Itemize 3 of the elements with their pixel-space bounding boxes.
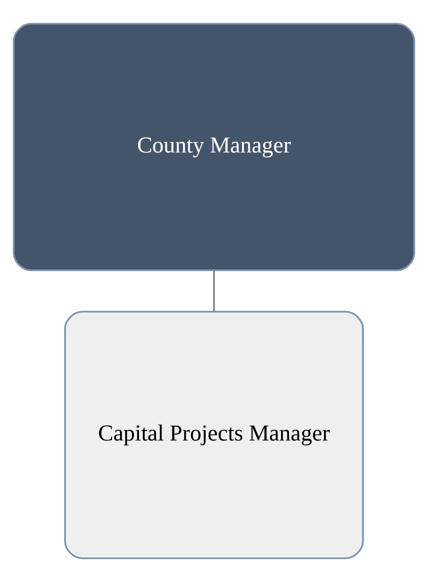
connector bbox=[213, 270, 215, 311]
node-box: County Manager bbox=[12, 22, 416, 271]
node-box: Capital Projects Manager bbox=[64, 310, 364, 559]
